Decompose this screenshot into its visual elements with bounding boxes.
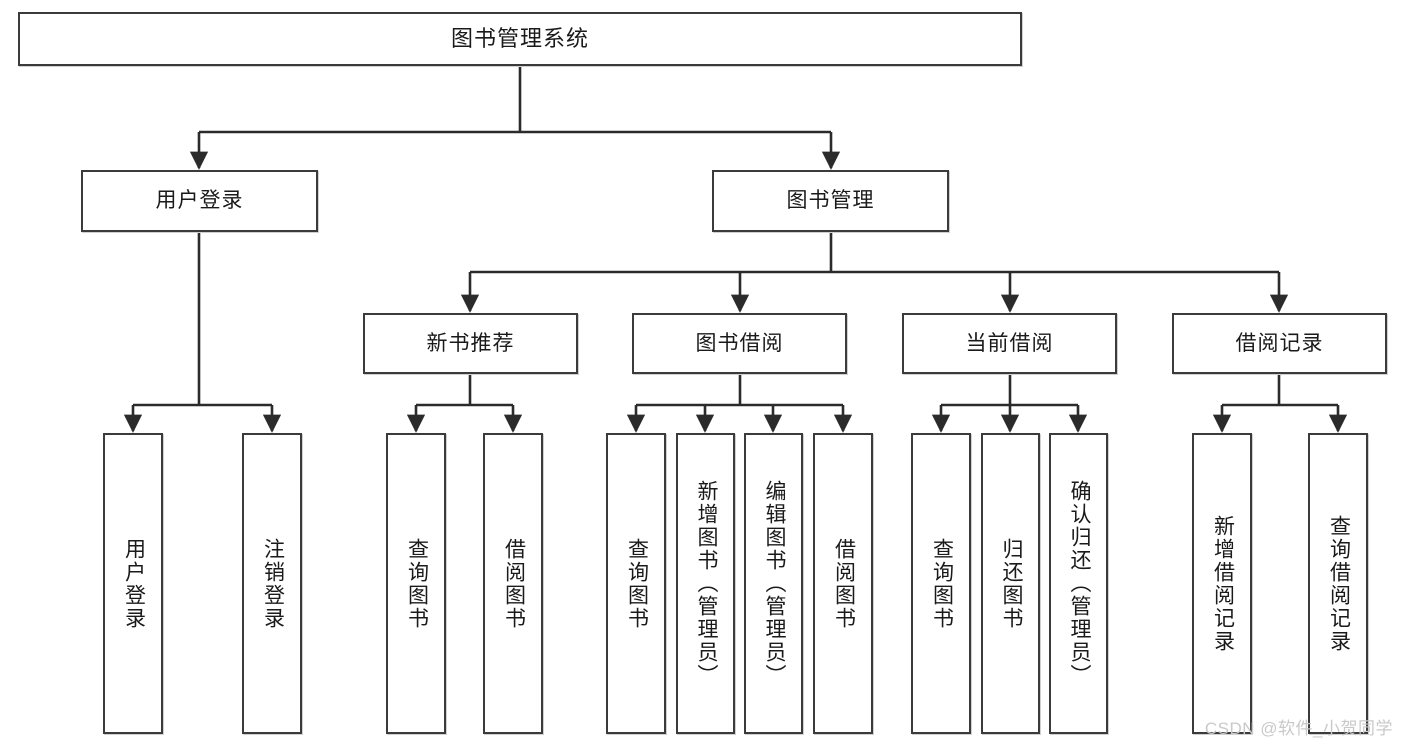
node-label: 注销登录	[261, 537, 285, 630]
node-borrow-record[interactable]: 借阅记录	[1172, 313, 1387, 374]
node-label: 查询借阅记录	[1327, 514, 1351, 653]
node-label: 图书管理系统	[450, 25, 589, 51]
node-book-management[interactable]: 图书管理	[712, 170, 949, 232]
leaf-book-borrow-edit-book-admin[interactable]: 编辑图书（管理员）	[744, 433, 803, 734]
leaf-new-book-borrow-book[interactable]: 借阅图书	[483, 433, 543, 734]
node-label: 当前借阅	[965, 331, 1054, 355]
node-book-borrow[interactable]: 图书借阅	[632, 313, 847, 374]
leaf-current-borrow-confirm-return-admin[interactable]: 确认归还（管理员）	[1049, 433, 1108, 734]
leaf-book-borrow-borrow-book[interactable]: 借阅图书	[813, 433, 873, 734]
leaf-user-login-login[interactable]: 用户登录	[103, 433, 163, 734]
leaf-book-borrow-query-book[interactable]: 查询图书	[606, 433, 666, 734]
node-label: 借阅图书	[832, 537, 856, 630]
leaf-book-borrow-add-book-admin[interactable]: 新增图书（管理员）	[676, 433, 735, 734]
node-label: 新增图书（管理员）	[694, 480, 718, 687]
node-label: 归还图书	[999, 537, 1023, 630]
node-label: 借阅记录	[1235, 331, 1324, 355]
leaf-current-borrow-return-book[interactable]: 归还图书	[981, 433, 1040, 734]
node-new-book-recommend[interactable]: 新书推荐	[363, 313, 578, 374]
node-label: 查询图书	[930, 537, 954, 630]
node-label: 查询图书	[405, 537, 429, 630]
leaf-borrow-record-query-record[interactable]: 查询借阅记录	[1308, 433, 1368, 734]
node-label: 借阅图书	[502, 537, 526, 630]
node-label: 用户登录	[122, 537, 146, 630]
node-root-library-management-system[interactable]: 图书管理系统	[18, 12, 1022, 66]
leaf-current-borrow-query-book[interactable]: 查询图书	[911, 433, 971, 734]
node-label: 新书推荐	[426, 331, 515, 355]
node-label: 编辑图书（管理员）	[762, 480, 786, 687]
node-label: 图书管理	[786, 189, 875, 213]
node-current-borrow[interactable]: 当前借阅	[902, 313, 1117, 374]
node-label: 确认归还（管理员）	[1067, 480, 1091, 687]
node-user-login[interactable]: 用户登录	[81, 170, 318, 232]
node-label: 用户登录	[155, 189, 244, 213]
watermark-csdn: CSDN @软件_小贺同学	[1204, 719, 1393, 738]
leaf-user-login-logout[interactable]: 注销登录	[242, 433, 302, 734]
node-label: 查询图书	[625, 537, 649, 630]
node-label: 图书借阅	[695, 331, 784, 355]
leaf-borrow-record-add-record[interactable]: 新增借阅记录	[1192, 433, 1252, 734]
node-label: 新增借阅记录	[1211, 514, 1235, 653]
leaf-new-book-query-book[interactable]: 查询图书	[386, 433, 446, 734]
